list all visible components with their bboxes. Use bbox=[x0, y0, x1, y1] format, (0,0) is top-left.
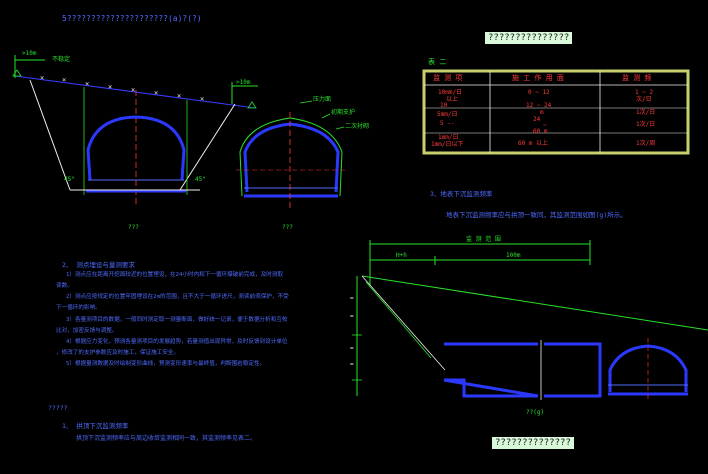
svg-text:=: = bbox=[350, 313, 354, 320]
table-cell: 以上 bbox=[446, 96, 459, 103]
svg-text:×: × bbox=[85, 80, 89, 88]
notes-line: 3）各量测项目的数据，一般同时测定取一测量断面，做好统一记录，便于数据分析和互校 bbox=[66, 317, 288, 323]
dim-left-label: H+h bbox=[396, 252, 407, 259]
svg-text:×: × bbox=[131, 86, 135, 94]
table-cell: 0 ~ 12 bbox=[528, 89, 550, 96]
table-cell: 1次/周 bbox=[636, 140, 656, 147]
caption-a: ??? bbox=[128, 224, 139, 231]
svg-text:=: = bbox=[350, 361, 354, 368]
svg-text:×: × bbox=[40, 74, 44, 82]
table-cell: 10 bbox=[440, 102, 448, 109]
svg-text:=: = bbox=[350, 295, 354, 302]
table-cell: 60 m bbox=[533, 128, 548, 135]
section3-heading: 3、地表下沉监测频率 bbox=[430, 190, 493, 198]
svg-text:=: = bbox=[350, 345, 354, 352]
table-title: 表 二 bbox=[428, 58, 447, 66]
tunnel-section-a: × × × × × × × × bbox=[12, 55, 257, 205]
dim-total-label: 监 测 范 围 bbox=[466, 236, 501, 243]
svg-text:×: × bbox=[62, 76, 66, 84]
ground-label: 不稳定 bbox=[52, 56, 71, 63]
table-cell: ~ bbox=[543, 122, 547, 129]
notes-line: 5）根据量测数据及时绘制变形曲线，预测变形速率与最终值，判断围岩稳定性。 bbox=[66, 361, 266, 367]
bottom-notes-heading: ????? bbox=[48, 404, 68, 412]
notes-line: 1）测点应在距离开挖面较近的位置埋设，在24小时内和下一循环爆破前完成，及时测取 bbox=[66, 272, 284, 278]
notes-line: 比对，加密反馈与调整。 bbox=[56, 328, 118, 334]
table-cell: 12 ~ 24 bbox=[526, 102, 552, 109]
svg-text:×: × bbox=[154, 89, 158, 97]
pressure-label: 压力面 bbox=[313, 96, 332, 103]
table-header-distance: 施 工 作 用 面 bbox=[512, 74, 564, 82]
tunnel-section-b bbox=[231, 82, 348, 210]
notes-line: 读数。 bbox=[56, 283, 73, 289]
notes-line: 下一循环的影响。 bbox=[56, 305, 101, 311]
table-cell: 1 ~ 2 bbox=[635, 89, 654, 96]
table-cell: 次/日 bbox=[636, 96, 652, 103]
notes-line: 2）测点应按规定的位置牢固埋设在2m的范围，且不大于一循环进尺，测读前须保护，不… bbox=[66, 294, 289, 300]
angle-left-label: 45° bbox=[64, 176, 75, 183]
table-header-frequency: 监 测 频 bbox=[622, 74, 652, 82]
svg-text:×: × bbox=[200, 95, 204, 103]
table-cell: 1mm/日以下 bbox=[431, 141, 464, 148]
top-banner: ??????????????? bbox=[485, 32, 573, 44]
notes-heading: 2、 测点埋设与量测要求 bbox=[62, 261, 135, 269]
bottom-notes-item: 1、 拱顶下沉监测频率 bbox=[62, 422, 129, 430]
table-cell: 60 m 以上 bbox=[518, 140, 549, 147]
dim-right-label: 100m bbox=[506, 252, 521, 259]
dim-right-label: >10m bbox=[236, 79, 251, 86]
table-header-item: 监 测 项 bbox=[433, 74, 463, 82]
table-cell: 1次/日 bbox=[636, 109, 656, 116]
settlement-caption: ??(g) bbox=[526, 409, 545, 416]
svg-text:×: × bbox=[177, 92, 181, 100]
table-cell: 1mm/日 bbox=[438, 134, 459, 141]
table-cell: 1次/日 bbox=[636, 121, 656, 128]
notes-line: ，修改了的支护参数应及时施工，保证施工安全。 bbox=[56, 350, 180, 356]
support-label: 初期支护 bbox=[331, 109, 356, 116]
bottom-notes-text: 拱顶下沉监测频率应与周边收敛监测相同一致，其监测频率见表二。 bbox=[76, 435, 257, 442]
table-cell: 5 -- bbox=[440, 120, 455, 127]
table-frame bbox=[422, 69, 690, 155]
bottom-banner: ?????????????? bbox=[492, 437, 574, 449]
notes-line: 4）根据应力变化，预测各量测项目的发展趋势，若量测值出现异常，及时反馈到设计单位 bbox=[66, 339, 288, 345]
section3-text: 地表下沉监测频率应与拱顶一致同，其监测范围如图(g)所示。 bbox=[446, 211, 627, 219]
drawing-title: 5?????????????????????(a)?(?) bbox=[62, 14, 202, 23]
svg-text:×: × bbox=[108, 83, 112, 91]
table-cell: 10mm/日 bbox=[438, 89, 463, 96]
angle-right-label: 45° bbox=[195, 176, 206, 183]
settlement-diagram: = = = = bbox=[350, 240, 708, 402]
table-cell: 24 bbox=[533, 116, 541, 123]
caption-b: ??? bbox=[282, 224, 293, 231]
table-cell: m bbox=[540, 109, 544, 116]
lining-label: 二次衬砌 bbox=[345, 123, 370, 130]
table-cell: 5mm/日 bbox=[437, 111, 458, 118]
dim-top-label: >10m bbox=[22, 50, 37, 57]
